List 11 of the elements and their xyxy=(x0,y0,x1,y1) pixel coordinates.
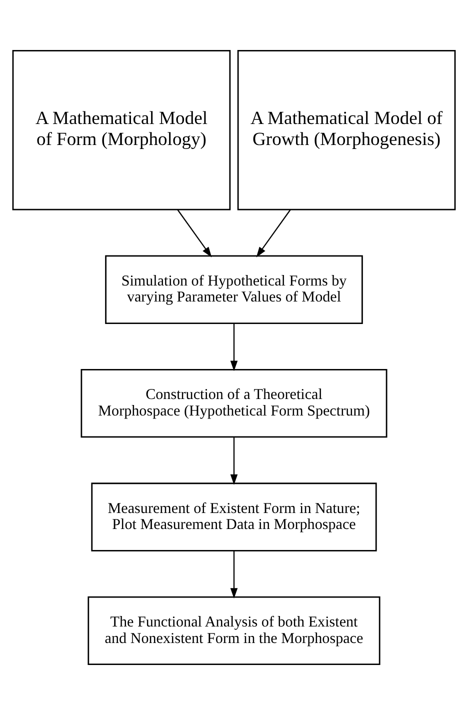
node-box: Simulation of Hypothetical Forms by varying Parameter Values of Model xyxy=(105,255,363,324)
node-box: Construction of a Theoretical Morphospace (Hypothetical Form Spectrum) xyxy=(80,368,388,438)
node-box: A Mathematical Model of Growth (Morphogenesis) xyxy=(237,50,456,210)
arrow xyxy=(230,437,238,485)
node-box: The Functional Analysis of both Existent and Nonexistent Form in the Morphospace xyxy=(88,596,380,666)
arrow xyxy=(230,323,238,372)
node-box: A Mathematical Model of Form (Morphology) xyxy=(12,50,231,210)
arrow xyxy=(177,210,212,258)
arrow xyxy=(230,550,238,599)
node-box: Measurement of Existent Form in Nature; Plot Measurement Data in Morphospace xyxy=(91,482,377,552)
arrow xyxy=(256,210,291,258)
